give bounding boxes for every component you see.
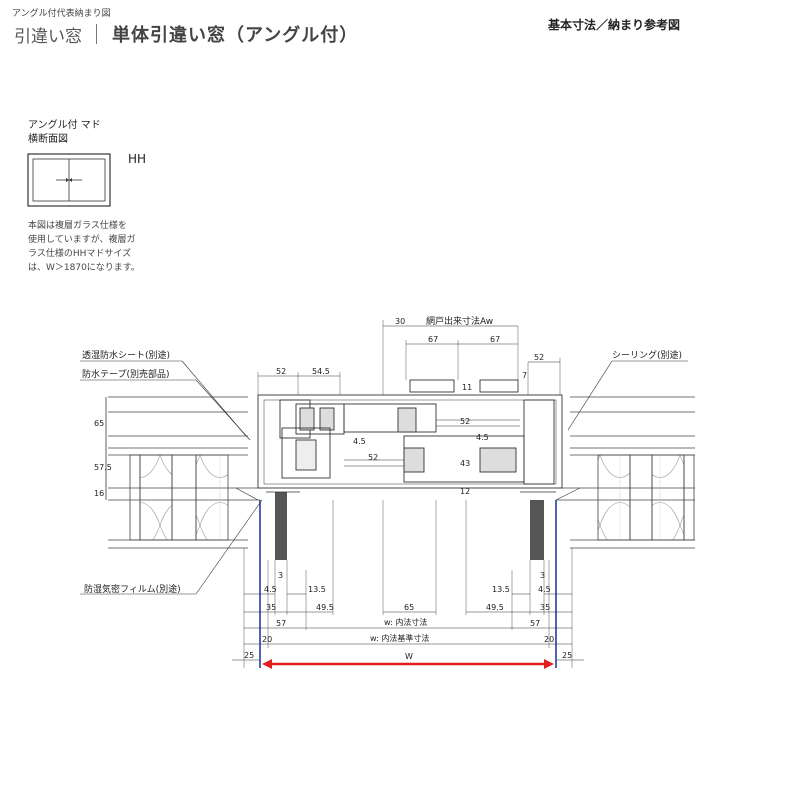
callout-sealing: シーリング(別途) bbox=[612, 349, 682, 361]
extension-lines bbox=[105, 320, 573, 668]
note-line-3: ラス仕様のHHマドサイズ bbox=[28, 249, 132, 259]
dim-65-vertical: 65 bbox=[94, 419, 104, 428]
category-title: 引違い窓 bbox=[14, 27, 82, 47]
section-title-line1: アングル付 マド bbox=[28, 120, 101, 131]
dimension-lines bbox=[105, 325, 584, 661]
dim-11: 11 bbox=[462, 383, 472, 392]
callout-labels: 透湿防水シート(別途) 防水テープ(別売部品) シーリング(別途) 防湿気密フィ… bbox=[82, 315, 682, 595]
w-label: W bbox=[405, 652, 413, 661]
wall-left bbox=[108, 396, 260, 549]
overall-width-arrow bbox=[262, 659, 554, 669]
window-frame-section bbox=[257, 379, 563, 489]
dim-7: 7 bbox=[522, 371, 527, 380]
dim-52-right: 52 bbox=[534, 353, 544, 362]
dim-43: 43 bbox=[460, 459, 470, 468]
dim-67-right: 67 bbox=[490, 335, 500, 344]
dim-16: 16 bbox=[94, 489, 104, 498]
dim-20-left: 20 bbox=[262, 635, 272, 644]
callout-moisture-film: 防湿気密フィルム(別途) bbox=[84, 583, 181, 595]
dim-13-5-left: 13.5 bbox=[308, 585, 326, 594]
page-title: 単体引違い窓（アングル付） bbox=[112, 25, 359, 46]
dim-57-left: 57 bbox=[276, 619, 286, 628]
dim-54-5: 54.5 bbox=[312, 367, 330, 376]
wall-right bbox=[556, 396, 695, 549]
reference-title: 基本寸法／納まり参考図 bbox=[548, 18, 681, 32]
dim-52-left: 52 bbox=[276, 367, 286, 376]
dim-13-5-right: 13.5 bbox=[492, 585, 510, 594]
inner-frame-lines bbox=[259, 500, 557, 668]
dimension-labels: 30 52 54.5 67 67 52 7 11 65 57.5 16 52 4… bbox=[94, 317, 572, 661]
interior-casing bbox=[266, 491, 556, 560]
w-base-label: w: 内法基準寸法 bbox=[370, 633, 429, 643]
dim-4-5-b: 4.5 bbox=[476, 433, 489, 442]
dim-3-left: 3 bbox=[278, 571, 283, 580]
dim-35-left: 35 bbox=[266, 603, 276, 612]
dim-65: 65 bbox=[404, 603, 414, 612]
dim-4-5-right: 4.5 bbox=[538, 585, 551, 594]
dim-52-c: 52 bbox=[368, 453, 378, 462]
note-line-4: は、W＞1870になります。 bbox=[28, 263, 140, 273]
dim-49-5-left: 49.5 bbox=[316, 603, 334, 612]
dim-25-right: 25 bbox=[562, 651, 572, 660]
window-code-label: HH bbox=[128, 152, 147, 166]
dim-57-right: 57 bbox=[530, 619, 540, 628]
dim-12: 12 bbox=[460, 487, 470, 496]
window-thumbnail-icon bbox=[27, 153, 111, 207]
w-inner-label: w: 内法寸法 bbox=[384, 617, 427, 627]
header-caption: アングル付代表納まり図 bbox=[12, 9, 111, 19]
dim-49-5-right: 49.5 bbox=[486, 603, 504, 612]
dim-35-right: 35 bbox=[540, 603, 550, 612]
section-title-line2: 横断面図 bbox=[28, 134, 68, 145]
callout-leaders bbox=[80, 360, 688, 595]
dim-4-5-a: 4.5 bbox=[353, 437, 366, 446]
dim-67-left: 67 bbox=[428, 335, 438, 344]
title-divider bbox=[96, 24, 97, 44]
note-line-1: 本図は複層ガラス仕様を bbox=[28, 221, 127, 231]
dim-4-5-left: 4.5 bbox=[264, 585, 277, 594]
dim-52-vertical: 52 bbox=[460, 417, 470, 426]
dim-57-5: 57.5 bbox=[94, 463, 112, 472]
note-line-2: 使用していますが、複層ガ bbox=[28, 235, 136, 245]
callout-screen-dim: 網戸出来寸法Aw bbox=[426, 315, 493, 327]
dim-25-left: 25 bbox=[244, 651, 254, 660]
dim-3-right: 3 bbox=[540, 571, 545, 580]
dim-20-right: 20 bbox=[544, 635, 554, 644]
callout-vapor-sheet: 透湿防水シート(別途) bbox=[82, 349, 170, 361]
dim-30: 30 bbox=[395, 317, 405, 326]
callout-waterproof-tape: 防水テープ(別売部品) bbox=[82, 368, 169, 380]
